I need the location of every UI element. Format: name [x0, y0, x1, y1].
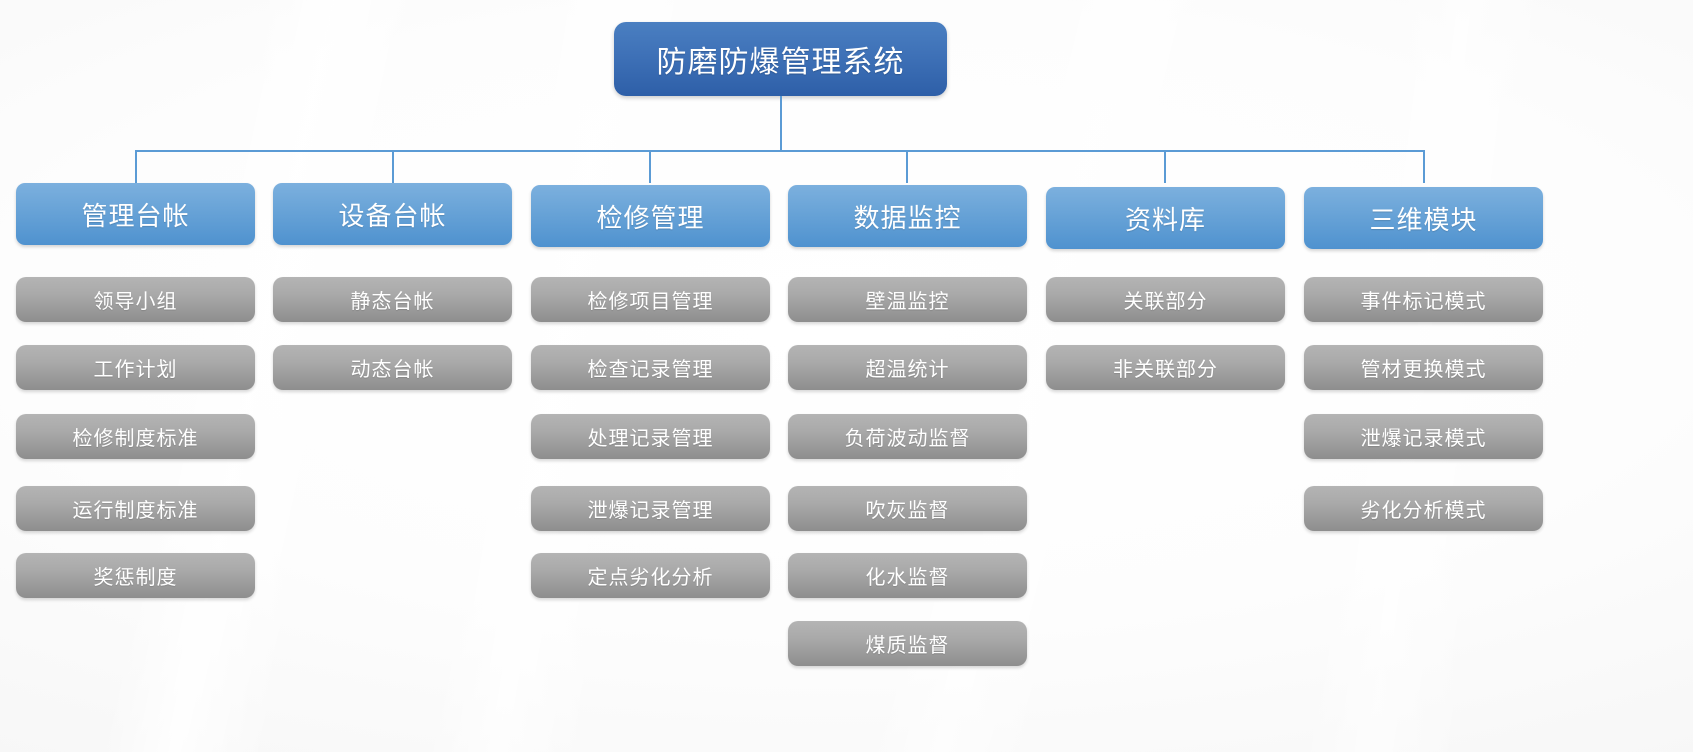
- branch-node-1[interactable]: 管理台帐: [16, 183, 255, 245]
- leaf-node-5-1[interactable]: 关联部分: [1046, 277, 1285, 322]
- leaf-node-6-1-label: 事件标记模式: [1360, 291, 1487, 313]
- leaf-node-4-3-label: 负荷波动监督: [844, 428, 971, 450]
- branch-node-4[interactable]: 数据监控: [788, 185, 1027, 247]
- branch-node-5-label: 资料库: [1124, 204, 1206, 235]
- leaf-node-3-3-label: 处理记录管理: [587, 428, 714, 450]
- leaf-node-3-3[interactable]: 处理记录管理: [531, 414, 770, 459]
- branch-node-2[interactable]: 设备台帐: [273, 183, 512, 245]
- leaf-node-3-5-label: 定点劣化分析: [587, 567, 714, 589]
- branch-node-4-label: 数据监控: [853, 202, 962, 233]
- leaf-node-4-6-label: 煤质监督: [865, 635, 950, 657]
- root-node-label: 防磨防爆管理系统: [656, 46, 905, 79]
- connector-drop-branch-2: [392, 150, 394, 183]
- leaf-node-1-1[interactable]: 领导小组: [16, 277, 255, 322]
- branch-node-2-label: 设备台帐: [338, 200, 447, 231]
- leaf-node-1-4[interactable]: 运行制度标准: [16, 486, 255, 531]
- connector-horizontal-bus: [135, 150, 1425, 152]
- leaf-node-6-2-label: 管材更换模式: [1360, 359, 1487, 381]
- leaf-node-3-2[interactable]: 检查记录管理: [531, 345, 770, 390]
- leaf-node-6-4-label: 劣化分析模式: [1360, 500, 1487, 522]
- leaf-node-2-1-label: 静态台帐: [350, 291, 435, 313]
- leaf-node-4-4-label: 吹灰监督: [865, 500, 950, 522]
- connector-drop-branch-4: [906, 150, 908, 183]
- leaf-node-6-3-label: 泄爆记录模式: [1360, 428, 1487, 450]
- connector-drop-branch-1: [135, 150, 137, 183]
- leaf-node-3-1-label: 检修项目管理: [587, 291, 714, 313]
- branch-node-3[interactable]: 检修管理: [531, 185, 770, 247]
- leaf-node-2-1[interactable]: 静态台帐: [273, 277, 512, 322]
- leaf-node-1-2-label: 工作计划: [93, 359, 178, 381]
- leaf-node-3-4[interactable]: 泄爆记录管理: [531, 486, 770, 531]
- leaf-node-4-5[interactable]: 化水监督: [788, 553, 1027, 598]
- leaf-node-5-2[interactable]: 非关联部分: [1046, 345, 1285, 390]
- leaf-node-1-2[interactable]: 工作计划: [16, 345, 255, 390]
- leaf-node-4-1[interactable]: 壁温监控: [788, 277, 1027, 322]
- leaf-node-1-5[interactable]: 奖惩制度: [16, 553, 255, 598]
- leaf-node-4-1-label: 壁温监控: [865, 291, 950, 313]
- leaf-node-1-3[interactable]: 检修制度标准: [16, 414, 255, 459]
- leaf-node-1-5-label: 奖惩制度: [93, 567, 178, 589]
- connector-drop-branch-3: [649, 150, 651, 183]
- leaf-node-3-4-label: 泄爆记录管理: [587, 500, 714, 522]
- connector-root-stem: [780, 96, 782, 151]
- branch-node-1-label: 管理台帐: [81, 200, 190, 231]
- leaf-node-6-3[interactable]: 泄爆记录模式: [1304, 414, 1543, 459]
- leaf-node-4-3[interactable]: 负荷波动监督: [788, 414, 1027, 459]
- branch-node-5[interactable]: 资料库: [1046, 187, 1285, 249]
- leaf-node-4-2-label: 超温统计: [865, 359, 950, 381]
- leaf-node-2-2[interactable]: 动态台帐: [273, 345, 512, 390]
- leaf-node-3-5[interactable]: 定点劣化分析: [531, 553, 770, 598]
- leaf-node-3-1[interactable]: 检修项目管理: [531, 277, 770, 322]
- leaf-node-1-3-label: 检修制度标准: [72, 428, 199, 450]
- leaf-node-6-2[interactable]: 管材更换模式: [1304, 345, 1543, 390]
- leaf-node-2-2-label: 动态台帐: [350, 359, 435, 381]
- leaf-node-1-1-label: 领导小组: [93, 291, 178, 313]
- leaf-node-6-1[interactable]: 事件标记模式: [1304, 277, 1543, 322]
- connector-drop-branch-5: [1164, 150, 1166, 183]
- leaf-node-3-2-label: 检查记录管理: [587, 359, 714, 381]
- leaf-node-4-5-label: 化水监督: [865, 567, 950, 589]
- leaf-node-1-4-label: 运行制度标准: [72, 500, 199, 522]
- leaf-node-4-4[interactable]: 吹灰监督: [788, 486, 1027, 531]
- leaf-node-5-2-label: 非关联部分: [1113, 359, 1218, 381]
- leaf-node-4-2[interactable]: 超温统计: [788, 345, 1027, 390]
- branch-node-3-label: 检修管理: [596, 202, 705, 233]
- leaf-node-6-4[interactable]: 劣化分析模式: [1304, 486, 1543, 531]
- leaf-node-4-6[interactable]: 煤质监督: [788, 621, 1027, 666]
- leaf-node-5-1-label: 关联部分: [1123, 291, 1208, 313]
- root-node-management-system[interactable]: 防磨防爆管理系统: [614, 22, 947, 96]
- connector-drop-branch-6: [1423, 150, 1425, 183]
- branch-node-6[interactable]: 三维模块: [1304, 187, 1543, 249]
- branch-node-6-label: 三维模块: [1369, 204, 1478, 235]
